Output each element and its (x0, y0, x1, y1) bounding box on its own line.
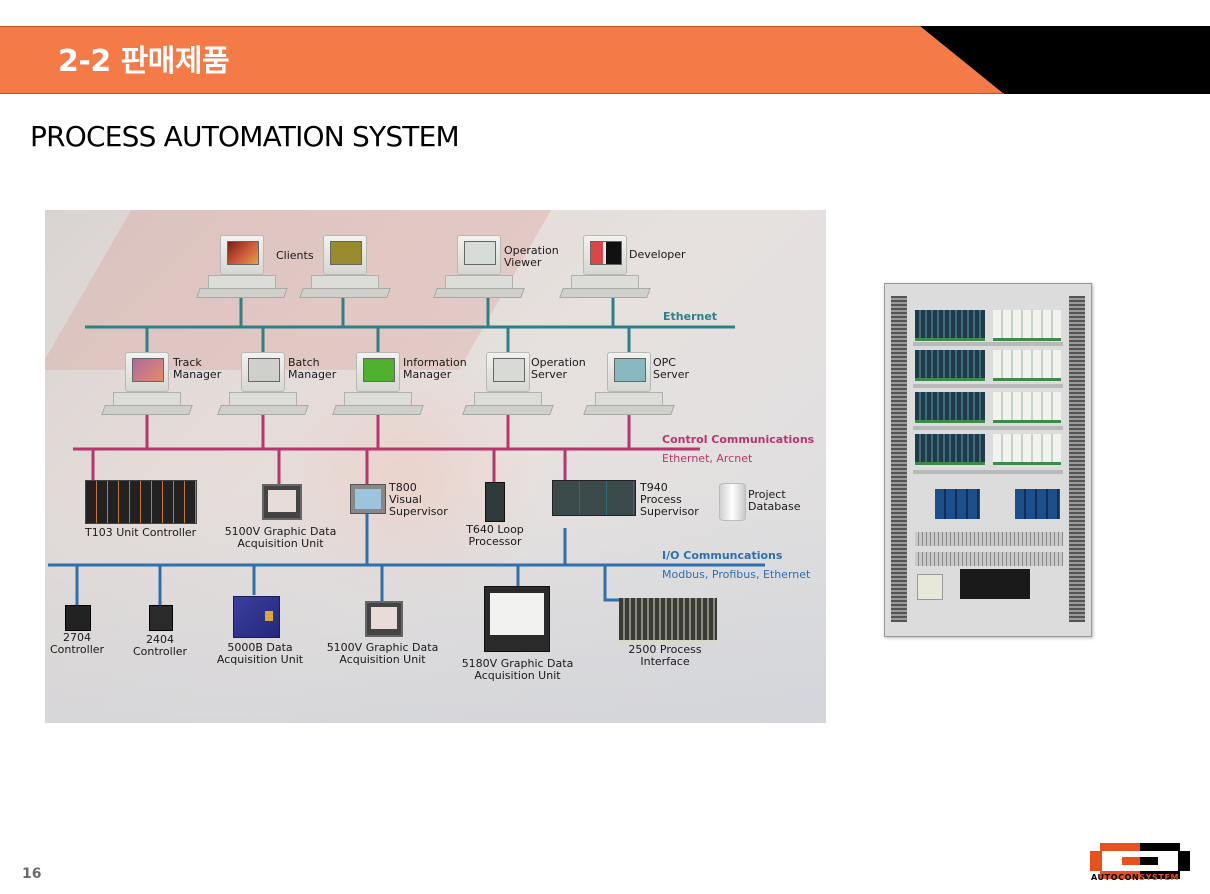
t940-label: T940 Process Supervisor (640, 481, 699, 518)
information-manager-label: Information Manager (403, 356, 467, 381)
t800-device (350, 484, 386, 514)
logo-text-part1: AUTOCON (1091, 873, 1140, 882)
database-icon (719, 483, 746, 521)
header-bar-shape (0, 26, 1210, 94)
5000b-label: 5000B Data Acquisition Unit (216, 641, 304, 666)
io-drop (603, 565, 620, 602)
ethernet-label: Ethernet (663, 310, 718, 323)
client-workstation-1 (196, 235, 288, 299)
2404-controller-device (149, 605, 173, 631)
track-manager-workstation (101, 352, 193, 416)
t800-label: T800 Visual Supervisor (389, 481, 448, 518)
developer-workstation (559, 235, 651, 299)
control-communications-sublabel: Ethernet, Arcnet (662, 452, 753, 465)
5000b-device (233, 596, 280, 638)
t940-device (552, 480, 636, 516)
project-database-label: Project Database (748, 488, 801, 513)
t640-device (485, 482, 505, 522)
logo-text-part2: SYSTEM (1139, 873, 1180, 882)
control-communications-label: Control Communications (662, 433, 815, 446)
2500-process-interface-device (619, 598, 717, 646)
5180v-label: 5180V Graphic Data Acquisition Unit (461, 657, 574, 682)
opc-server-workstation (583, 352, 675, 416)
clients-label: Clients (276, 249, 314, 262)
page-number: 16 (22, 866, 42, 882)
2500-label: 2500 Process Interface (628, 643, 702, 668)
5100v-device-io (365, 601, 403, 637)
batch-manager-workstation (217, 352, 309, 416)
operation-server-label: Operation Server (531, 356, 586, 381)
logo-text: AUTOCONSYSTEM (1091, 873, 1179, 882)
2404-label: 2404 Controller (132, 633, 188, 658)
operation-server-workstation (462, 352, 554, 416)
2704-controller-device (65, 605, 91, 631)
operation-viewer-workstation (433, 235, 525, 299)
opc-server-label: OPC Server (653, 356, 690, 381)
2704-label: 2704 Controller (49, 631, 105, 656)
section-header-bar (0, 26, 1210, 94)
section-title: 2-2 판매제품 (58, 44, 230, 79)
io-communications-label: I/O Communcations (662, 549, 783, 562)
client-workstation-2 (299, 235, 391, 299)
t103-label: T103 Unit Controller (85, 526, 197, 539)
process-automation-diagram: Clients Operation Viewer Developer Ether… (45, 210, 826, 723)
developer-label: Developer (629, 248, 686, 261)
information-manager-workstation (332, 352, 424, 416)
control-cabinet-photo (884, 283, 1092, 637)
operation-viewer-label: Operation Viewer (504, 244, 559, 269)
io-communications-sublabel: Modbus, Profibus, Ethernet (662, 568, 811, 581)
5100v-control-label: 5100V Graphic Data Acquisition Unit (224, 525, 337, 550)
autocon-logo-icon (1090, 843, 1190, 879)
5100v-device-control (262, 484, 302, 520)
t103-unit-controller-device (85, 480, 197, 524)
5100v-io-label: 5100V Graphic Data Acquisition Unit (326, 641, 439, 666)
network-lines (48, 298, 765, 605)
track-manager-label: Track Manager (173, 356, 222, 381)
page-title: PROCESS AUTOMATION SYSTEM (30, 120, 460, 153)
t640-label: T640 Loop Processor (466, 523, 524, 548)
5180v-device (484, 586, 550, 652)
batch-manager-label: Batch Manager (288, 356, 337, 381)
